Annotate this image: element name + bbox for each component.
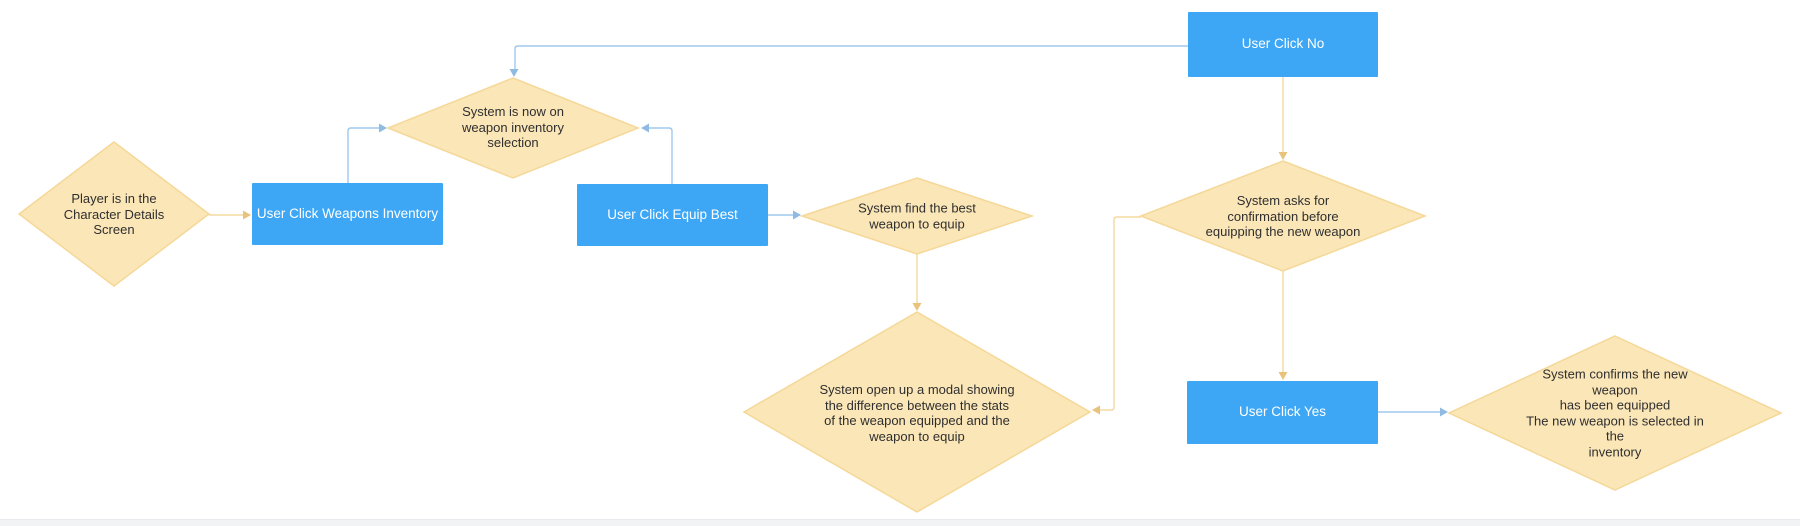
edge-player-to-weapons-inventory-arrowhead [243,210,251,220]
edge-click-no-to-selection [514,45,1188,70]
node-system-find-best-weapon-shape[interactable] [799,177,1035,255]
edge-weapons-inventory-to-selection [347,127,379,183]
edge-click-no-to-confirmation-arrowhead [1278,152,1288,160]
node-player-in-character-details-shape[interactable] [17,141,211,287]
node-system-on-weapon-inventory-selection-shape[interactable] [385,77,641,179]
node-user-click-yes-shape[interactable] [1187,381,1378,444]
edge-find-best-to-modal-arrowhead [912,303,922,311]
edge-confirmation-to-click-yes-arrowhead [1278,372,1288,380]
edge-equip-best-to-find-best-arrowhead [793,210,801,220]
edge-equip-best-to-selection-arrowhead [641,123,649,133]
edge-confirmation-to-modal [1100,216,1141,411]
edge-equip-best-to-selection [649,127,673,184]
canvas-bottom-scrollbar-track [0,519,1800,526]
node-user-click-no-shape[interactable] [1188,12,1378,77]
edge-click-no-to-selection-arrowhead [509,69,519,77]
edge-confirmation-to-modal-arrowhead [1092,405,1100,415]
edge-weapons-inventory-to-selection-arrowhead [379,123,387,133]
node-system-confirms-equipped-shape[interactable] [1447,335,1783,491]
node-system-open-modal-shape[interactable] [742,311,1092,513]
edge-click-yes-to-confirms-arrowhead [1440,407,1448,417]
node-user-click-weapons-inventory-shape[interactable] [252,183,443,245]
node-user-click-equip-best-shape[interactable] [577,184,768,246]
node-system-asks-confirmation-shape[interactable] [1138,160,1428,272]
